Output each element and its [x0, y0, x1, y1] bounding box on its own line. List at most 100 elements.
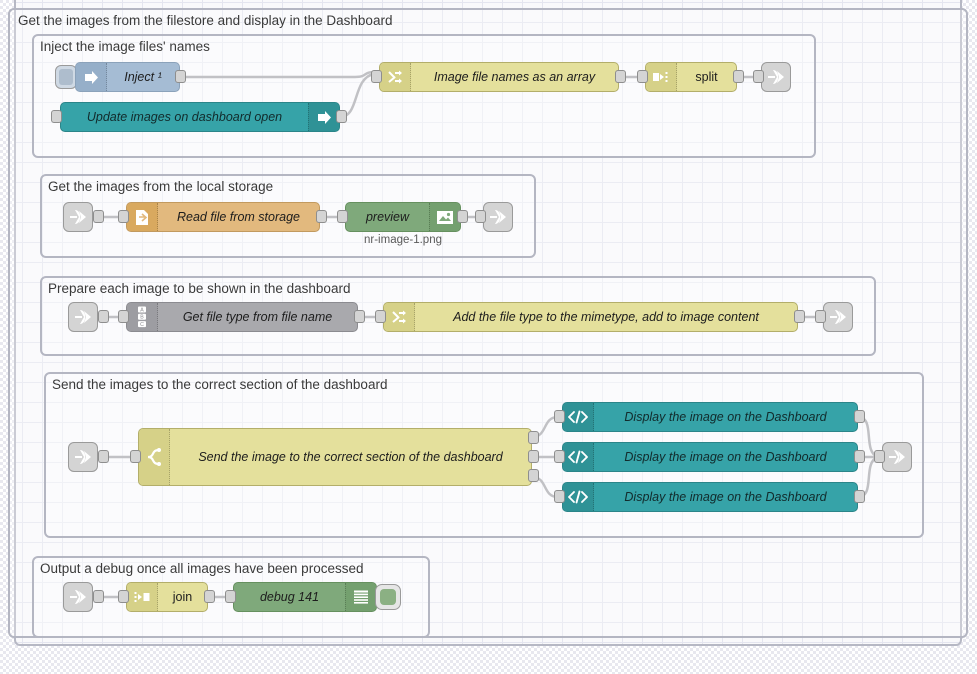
debug-lines-icon [345, 583, 376, 611]
split-icon [646, 63, 677, 91]
node-display-3[interactable]: Display the image on the Dashboard [562, 482, 858, 512]
node-read-file-label: Read file from storage [177, 210, 300, 224]
node-dashboard-open[interactable]: Update images on dashboard open [60, 102, 340, 132]
port-split-in[interactable] [637, 70, 648, 83]
inject-arrow-icon [76, 63, 107, 91]
port-inject-out[interactable] [175, 70, 186, 83]
change-shuffle-icon [384, 303, 415, 331]
group-send-dashboard-label: Send the images to the correct section o… [52, 377, 388, 392]
node-preview[interactable]: preview [345, 202, 461, 232]
node-link-in-4[interactable] [68, 442, 98, 472]
port-get-file-type-in[interactable] [118, 310, 129, 323]
port-read-file-out[interactable] [316, 210, 327, 223]
node-preview-label: preview [365, 210, 410, 224]
port-join-in[interactable] [118, 590, 129, 603]
node-split[interactable]: split [645, 62, 737, 92]
port-display3-out[interactable] [854, 490, 865, 503]
template-code-icon [563, 403, 594, 431]
port-add-mimetype-out[interactable] [794, 310, 805, 323]
node-join-label: join [172, 590, 193, 604]
node-display-1-label: Display the image on the Dashboard [624, 410, 827, 424]
port-preview-out[interactable] [457, 210, 468, 223]
port-display1-in[interactable] [554, 410, 565, 423]
port-display2-out[interactable] [854, 450, 865, 463]
group-debug-label: Output a debug once all images have been… [40, 561, 364, 576]
switch-branch-icon [139, 429, 170, 485]
port-display2-in[interactable] [554, 450, 565, 463]
port-link-out-4-in[interactable] [874, 450, 885, 463]
port-join-out[interactable] [204, 590, 215, 603]
port-switch-section-out-1[interactable] [528, 431, 539, 444]
file-in-icon [127, 203, 158, 231]
port-get-file-type-out[interactable] [354, 310, 365, 323]
node-debug[interactable]: debug 141 [233, 582, 377, 612]
node-link-out-4[interactable] [882, 442, 912, 472]
change-shuffle-icon [380, 63, 411, 91]
node-dashboard-open-label: Update images on dashboard open [86, 110, 283, 124]
debug-enable-toggle[interactable] [375, 584, 401, 610]
node-preview-sublabel: nr-image-1.png [364, 234, 442, 246]
node-change-image-names[interactable]: Image file names as an array [379, 62, 619, 92]
node-inject[interactable]: Inject ¹ [75, 62, 180, 92]
group-outer-label: Get the images from the filestore and di… [18, 13, 393, 28]
port-debug-in[interactable] [225, 590, 236, 603]
port-display3-in[interactable] [554, 490, 565, 503]
node-split-label: split [695, 70, 718, 84]
port-link-in-4-out[interactable] [98, 450, 109, 463]
port-change-names-in[interactable] [371, 70, 382, 83]
node-change-image-names-label: Image file names as an array [433, 70, 596, 84]
node-link-out-1[interactable] [761, 62, 791, 92]
node-get-file-type[interactable]: A B C Get file type from file name [126, 302, 358, 332]
node-switch-section-label: Send the image to the correct section of… [198, 450, 503, 464]
node-add-mimetype-label: Add the file type to the mimetype, add t… [453, 310, 759, 324]
node-display-1[interactable]: Display the image on the Dashboard [562, 402, 858, 432]
port-link-in-2-out[interactable] [93, 210, 104, 223]
node-link-in-3[interactable] [68, 302, 98, 332]
debug-toggle-inner [380, 589, 396, 605]
port-link-in-5-out[interactable] [93, 590, 104, 603]
node-inject-label: Inject ¹ [124, 70, 162, 84]
port-dashopen-out[interactable] [336, 110, 347, 123]
group-inject[interactable] [32, 34, 816, 158]
port-link-out-2-in[interactable] [475, 210, 486, 223]
inject-trigger-button[interactable] [55, 65, 77, 89]
template-code-icon [563, 443, 594, 471]
node-display-3-label: Display the image on the Dashboard [624, 490, 827, 504]
switch-abc-icon: A B C [127, 303, 158, 331]
node-debug-label: debug 141 [259, 590, 320, 604]
port-link-out-3-in[interactable] [815, 310, 826, 323]
svg-text:B: B [140, 315, 144, 321]
node-link-in-5[interactable] [63, 582, 93, 612]
group-prepare-label: Prepare each image to be shown in the da… [48, 281, 351, 296]
image-icon [429, 203, 460, 231]
node-display-2[interactable]: Display the image on the Dashboard [562, 442, 858, 472]
node-display-2-label: Display the image on the Dashboard [624, 450, 827, 464]
port-dashopen-in[interactable] [51, 110, 62, 123]
node-link-out-2[interactable] [483, 202, 513, 232]
join-icon [127, 583, 158, 611]
node-get-file-type-label: Get file type from file name [182, 310, 333, 324]
port-switch-section-out-3[interactable] [528, 469, 539, 482]
group-inject-label: Inject the image files' names [40, 39, 210, 54]
port-switch-section-out-2[interactable] [528, 450, 539, 463]
port-link-in-3-out[interactable] [98, 310, 109, 323]
node-join[interactable]: join [126, 582, 208, 612]
svg-text:A: A [140, 307, 144, 313]
node-switch-section[interactable]: Send the image to the correct section of… [138, 428, 532, 486]
template-code-icon [563, 483, 594, 511]
port-read-file-in[interactable] [118, 210, 129, 223]
port-change-names-out[interactable] [615, 70, 626, 83]
port-add-mimetype-in[interactable] [375, 310, 386, 323]
port-display1-out[interactable] [854, 410, 865, 423]
port-link-out-1-in[interactable] [753, 70, 764, 83]
port-preview-in[interactable] [337, 210, 348, 223]
inject-trigger-inner [59, 69, 73, 85]
port-split-out[interactable] [733, 70, 744, 83]
node-add-mimetype[interactable]: Add the file type to the mimetype, add t… [383, 302, 798, 332]
port-switch-section-in[interactable] [130, 450, 141, 463]
node-read-file[interactable]: Read file from storage [126, 202, 320, 232]
svg-text:C: C [140, 322, 144, 328]
node-link-out-3[interactable] [823, 302, 853, 332]
node-link-in-2[interactable] [63, 202, 93, 232]
